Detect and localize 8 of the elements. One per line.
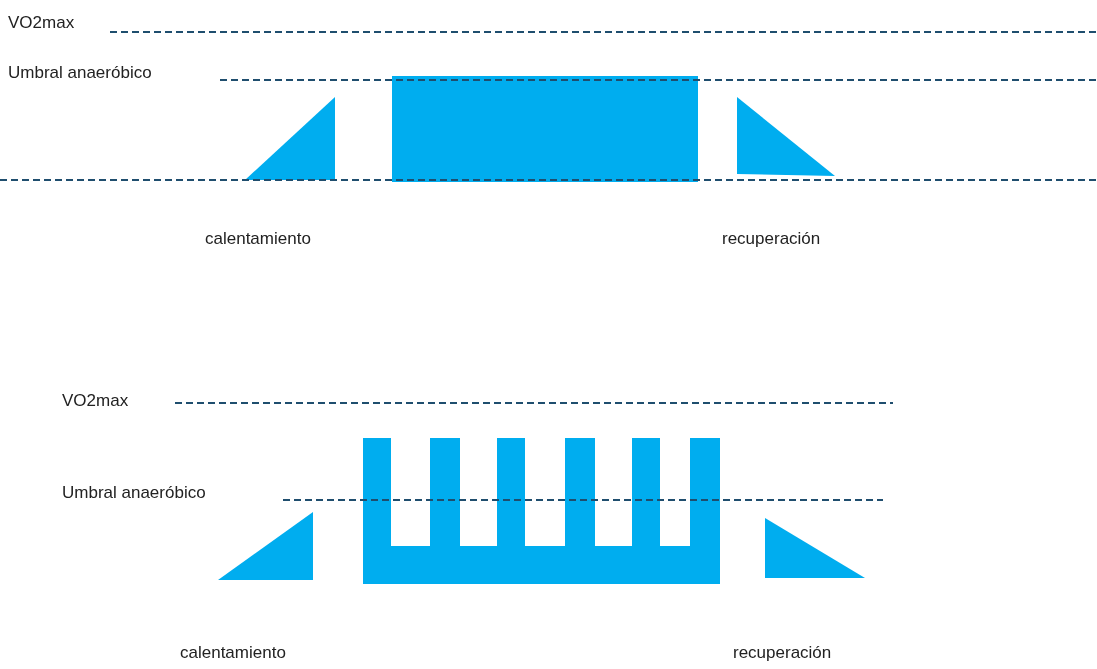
axis-level-label: calentamiento bbox=[205, 228, 311, 250]
axis-level-label: recuperación bbox=[722, 228, 821, 250]
axis-level-label: VO2max bbox=[8, 12, 75, 34]
axis-level-label: VO2max bbox=[62, 390, 129, 412]
axis-level-label: Umbral anaeróbico bbox=[62, 482, 206, 504]
axis-level-label: calentamiento bbox=[180, 642, 286, 664]
axis-level-label: recuperación bbox=[733, 642, 832, 664]
axis-level-label: Umbral anaeróbico bbox=[8, 62, 152, 84]
